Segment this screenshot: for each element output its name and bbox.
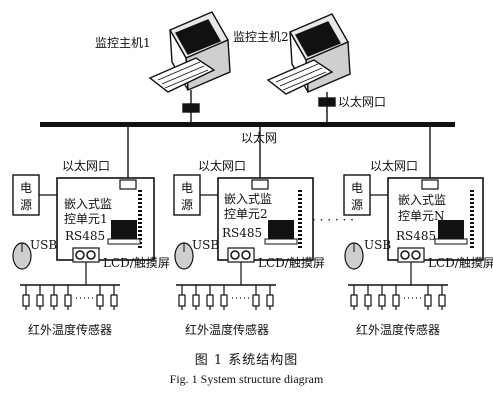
unit1-power-label-2: 源 — [20, 198, 32, 212]
unit1-name-line2: 控单元1 — [64, 212, 108, 226]
host2-label: 监控主机2 — [233, 30, 289, 44]
unit2-power-label-2: 源 — [181, 198, 193, 212]
host-computer-1 — [148, 11, 231, 113]
unitn-ethernet-port-label: 以太网口 — [370, 158, 418, 173]
unit2-name-line2: 控单元2 — [224, 207, 268, 221]
monitor-unit-n: 以太网口 电 源 嵌入式监 控单元N RS485 USB LCD/触摸屏 红外温… — [343, 127, 493, 337]
unit1-display-label: LCD/触摸屏 — [103, 256, 170, 270]
host1-label: 监控主机1 — [95, 36, 151, 50]
unit1-rs485-label: RS485 — [65, 229, 105, 243]
unit2-name-line1: 嵌入式监 — [224, 192, 272, 206]
figure-caption-chinese: 图 1 系统结构图 — [194, 353, 299, 368]
system-structure-diagram: 监控主机1 监控主机2 以太网口 以太网 以太网口 电 源 嵌入式监 控单元1 … — [12, 11, 493, 337]
unit1-name-line1: 嵌入式监 — [64, 197, 112, 211]
unit2-usb-label: USB — [192, 238, 219, 252]
ethernet-bus — [40, 122, 455, 127]
unit1-usb-label: USB — [30, 238, 57, 252]
units-ellipsis: · · · · · · — [312, 213, 354, 227]
host-ethernet-port-label: 以太网口 — [338, 94, 386, 109]
unit1-ethernet-port-label: 以太网口 — [62, 158, 110, 173]
unit2-sensors-label: 红外温度传感器 — [185, 322, 269, 337]
unitn-name-line2: 控单元N — [398, 209, 445, 223]
monitor-unit-2: 以太网口 电 源 嵌入式监 控单元2 RS485 USB LCD/触摸屏 红外温… — [173, 127, 325, 337]
unitn-power-label-1: 电 — [351, 181, 363, 195]
figure-caption-english: Fig. 1 System structure diagram — [169, 372, 324, 386]
unitn-rs485-label: RS485 — [396, 229, 436, 243]
ethernet-label: 以太网 — [241, 130, 277, 145]
unitn-sensors-label: 红外温度传感器 — [356, 322, 440, 337]
monitor-unit-1: 以太网口 电 源 嵌入式监 控单元1 RS485 USB LCD/触摸屏 红外温… — [12, 127, 170, 337]
unit2-display-label: LCD/触摸屏 — [258, 256, 325, 270]
unit1-power-label-1: 电 — [20, 181, 32, 195]
unitn-display-label: LCD/触摸屏 — [428, 256, 493, 270]
host-computer-2 — [266, 13, 351, 107]
unit2-ethernet-port-label: 以太网口 — [198, 158, 246, 173]
unit1-sensors-label: 红外温度传感器 — [28, 322, 112, 337]
unit2-power-label-1: 电 — [181, 181, 193, 195]
unitn-name-line1: 嵌入式监 — [398, 193, 446, 207]
unitn-power-label-2: 源 — [351, 198, 363, 212]
unitn-usb-label: USB — [364, 238, 391, 252]
unit2-rs485-label: RS485 — [222, 226, 262, 240]
